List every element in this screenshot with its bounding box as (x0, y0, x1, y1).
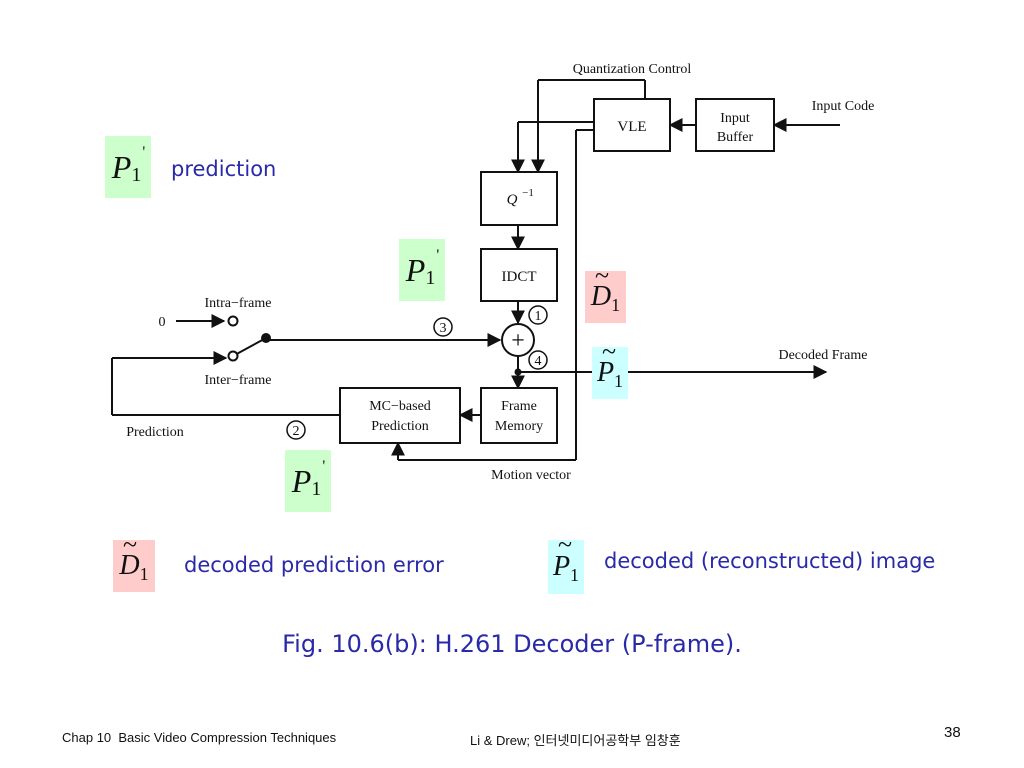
symbol-sub: 1 (139, 563, 149, 584)
symbol-prime: ' (142, 144, 146, 161)
junction-dot (514, 368, 522, 376)
symbol-sub: 1 (611, 294, 621, 315)
circle-3-label: 3 (440, 321, 447, 336)
symbol-d: D (590, 281, 612, 312)
adder (501, 323, 535, 357)
prediction-loop-label: Prediction (126, 425, 184, 440)
symbol-tilde: ~ (123, 530, 138, 559)
circle-3 (433, 317, 453, 337)
frame-memory-label-2: Memory (495, 419, 543, 434)
q-inverse-label: Q (507, 192, 518, 208)
page-number: 38 (944, 724, 961, 741)
zero-input-label: 0 (159, 315, 166, 330)
mode-switch (232, 337, 267, 357)
decoded-prediction-error-label: decoded prediction error (184, 553, 444, 577)
decoded-frame-label: Decoded Frame (778, 348, 867, 363)
symbol-p: P (596, 357, 615, 388)
symbol-sub: 1 (614, 370, 624, 391)
vle-block (593, 98, 671, 152)
q-inverse-exponent: −1 (522, 187, 534, 199)
q-inverse-block (480, 171, 558, 226)
symbol-prime: ' (322, 458, 326, 475)
symbol-sub: 1 (131, 163, 142, 186)
inter-frame-label: Inter−frame (205, 373, 272, 388)
symbol-sub: 1 (570, 564, 580, 585)
idct-label: IDCT (502, 269, 537, 285)
inter-frame-contact (227, 350, 239, 362)
mc-prediction-block (339, 387, 461, 444)
input-buffer-block (695, 98, 775, 152)
quantization-control-label: Quantization Control (573, 62, 692, 77)
mc-prediction-label-1: MC−based (369, 399, 431, 414)
symbol-p: P (552, 551, 571, 582)
decoded-image-label: decoded (reconstructed) image (604, 549, 936, 573)
symbol-p: P (405, 251, 426, 288)
input-buffer-label-2: Buffer (717, 130, 754, 145)
switch-pivot (261, 333, 271, 343)
symbol-tilde: ~ (602, 337, 617, 366)
circle-4-label: 4 (535, 354, 542, 369)
vle-label: VLE (617, 119, 646, 135)
frame-memory-label-1: Frame (501, 399, 537, 414)
footer-chapter: Chap 10 Basic Video Compression Techniqu… (62, 730, 337, 745)
adder-plus: + (511, 328, 525, 354)
circle-4 (528, 350, 548, 370)
frame-memory-block (480, 387, 558, 444)
intra-frame-contact (227, 315, 239, 327)
motion-vector-label: Motion vector (491, 468, 571, 483)
circle-2-label: 2 (293, 424, 300, 439)
circle-1 (528, 305, 548, 325)
figure-caption: Fig. 10.6(b): H.261 Decoder (P-frame). (282, 630, 742, 658)
intra-frame-label: Intra−frame (205, 296, 272, 311)
footer-authors: Li & Drew; 인터넷미디어공학부 임창훈 (470, 733, 681, 748)
symbol-p: P (111, 148, 132, 185)
symbol-d: D (119, 550, 140, 581)
symbol-tilde: ~ (558, 530, 573, 559)
symbol-tilde: ~ (595, 261, 610, 290)
symbol-sub: 1 (311, 477, 322, 500)
h261-decoder-diagram: + 3 1 4 2 VLE Input Buffer Q −1 IDCT Fra… (111, 62, 875, 483)
input-code-label: Input Code (812, 99, 875, 114)
symbol-sub: 1 (425, 266, 436, 289)
input-buffer-label-1: Input (720, 111, 750, 126)
symbol-p: P (291, 462, 312, 499)
circle-1-label: 1 (535, 309, 542, 324)
prediction-label: prediction (171, 157, 277, 181)
circle-2 (286, 420, 306, 440)
symbol-prime: ' (436, 247, 440, 264)
idct-block (480, 248, 558, 302)
mc-prediction-label-2: Prediction (371, 419, 429, 434)
